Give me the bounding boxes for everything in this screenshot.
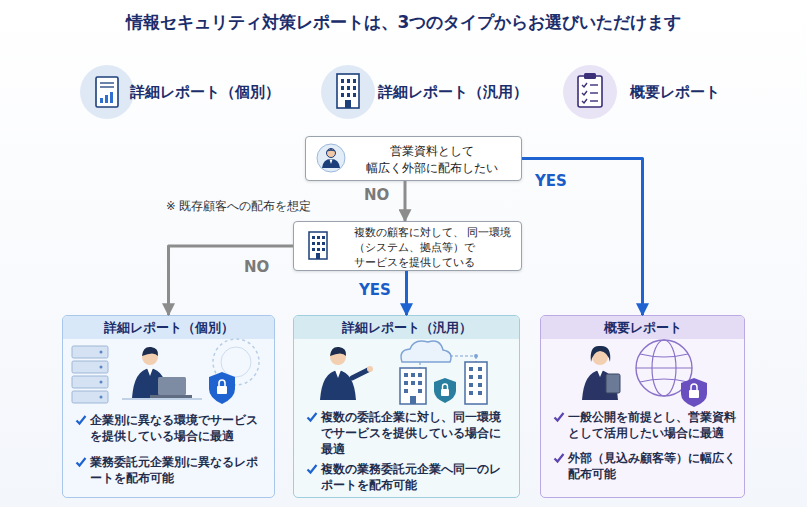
card-heading: 詳細レポート（個別） [63, 316, 274, 339]
flow-arrow [404, 181, 407, 221]
check-mark [553, 452, 565, 464]
building-icon [353, 93, 356, 97]
checklist-icon [582, 91, 587, 95]
bullet-text: 企業別に異なる環境でサービスを提供している場合に最適 [90, 412, 266, 444]
bullet-text: 外部（見込み顧客等）に幅広く配布可能 [568, 450, 740, 482]
check-mark [306, 411, 318, 423]
report-icon [100, 98, 103, 103]
building-icon [345, 100, 351, 108]
building-icon [347, 86, 350, 90]
report-icon [100, 86, 114, 87]
check-mark [77, 458, 86, 466]
check-mark [77, 416, 86, 424]
report-type-label: 詳細レポート（個別） [130, 81, 300, 103]
check-mark [555, 413, 564, 421]
report-icon [100, 82, 114, 83]
checklist-icon [582, 83, 587, 87]
building-icon [341, 93, 344, 97]
building-icon [337, 74, 359, 108]
report-icon [80, 65, 134, 119]
flow-arrow [169, 246, 294, 315]
edge-label: YES [359, 281, 391, 299]
check-mark [553, 411, 565, 423]
checklist-icon [590, 100, 598, 101]
checklist-icon [590, 92, 598, 93]
check-mark [75, 414, 87, 426]
decision-box: 営業資料として 幅広く外部に配布したい [305, 136, 522, 181]
check-mark [555, 454, 564, 462]
decision-text: 複数の顧客に対して、 同一環境（システム、拠点等）で サービスを提供している [354, 225, 522, 270]
report-icon [110, 92, 113, 103]
building-icon [341, 79, 344, 83]
report-card: 詳細レポート（汎用） 複数の委託企業に対し、同一環境でサービスを提供している場合に… [293, 315, 520, 498]
card-heading: 詳細レポート（汎用） [294, 316, 519, 339]
check-mark [75, 456, 87, 468]
bullet-text: 業務委託元企業別に異なるレポートを配布可能 [90, 454, 266, 486]
building-icon [321, 65, 375, 119]
report-card: 詳細レポート（個別） 企業別に異なる環境でサービスを提供している場合に最適業務委託… [62, 315, 275, 498]
building-icon [347, 79, 350, 83]
diagram-title: 情報セキュリティ対策レポートは、3つのタイプからお選びいただけます [0, 10, 807, 34]
flow-arrow [405, 271, 408, 315]
edge-label: NO [244, 258, 269, 276]
building-icon [353, 86, 356, 90]
checklist-icon [578, 76, 602, 107]
building-icon [321, 65, 375, 119]
report-type-label: 概要レポート [630, 81, 770, 103]
report-card: 概要レポート一般公開を前提とし、営業資料として活用したい場合に最適外部（見込み顧… [540, 315, 745, 498]
checklist-icon [563, 65, 617, 119]
check-mark [308, 465, 317, 473]
decision-box: 複数の顧客に対して、 同一環境（システム、拠点等）で サービスを提供している [293, 221, 522, 271]
building-icon [341, 86, 344, 90]
check-mark [306, 463, 318, 475]
report-icon [105, 95, 108, 103]
checklist-icon [563, 65, 617, 119]
bullet-text: 一般公開を前提とし、営業資料として活用したい場合に最適 [568, 409, 740, 441]
note-text: ※ 既存顧客への配布を想定 [166, 195, 366, 217]
report-icon [80, 65, 134, 119]
checklist-icon [590, 84, 598, 85]
checklist-icon [584, 73, 596, 79]
checklist-icon [582, 99, 587, 103]
building-icon [353, 79, 356, 83]
bullet-text: 複数の業務委託元企業へ同一のレポートを配布可能 [321, 461, 509, 493]
bullet-text: 複数の委託企業に対し、同一環境でサービスを提供している場合に最適 [321, 409, 509, 457]
flow-arrow [522, 159, 643, 316]
card-heading: 概要レポート [541, 316, 744, 339]
building-icon [347, 93, 350, 97]
report-type-label: 詳細レポート（汎用） [378, 81, 548, 103]
decision-text: 営業資料として 幅広く外部に配布したい [352, 143, 512, 177]
edge-label: YES [535, 172, 567, 190]
report-icon [96, 77, 118, 107]
check-mark [308, 413, 317, 421]
edge-label: NO [364, 186, 389, 204]
